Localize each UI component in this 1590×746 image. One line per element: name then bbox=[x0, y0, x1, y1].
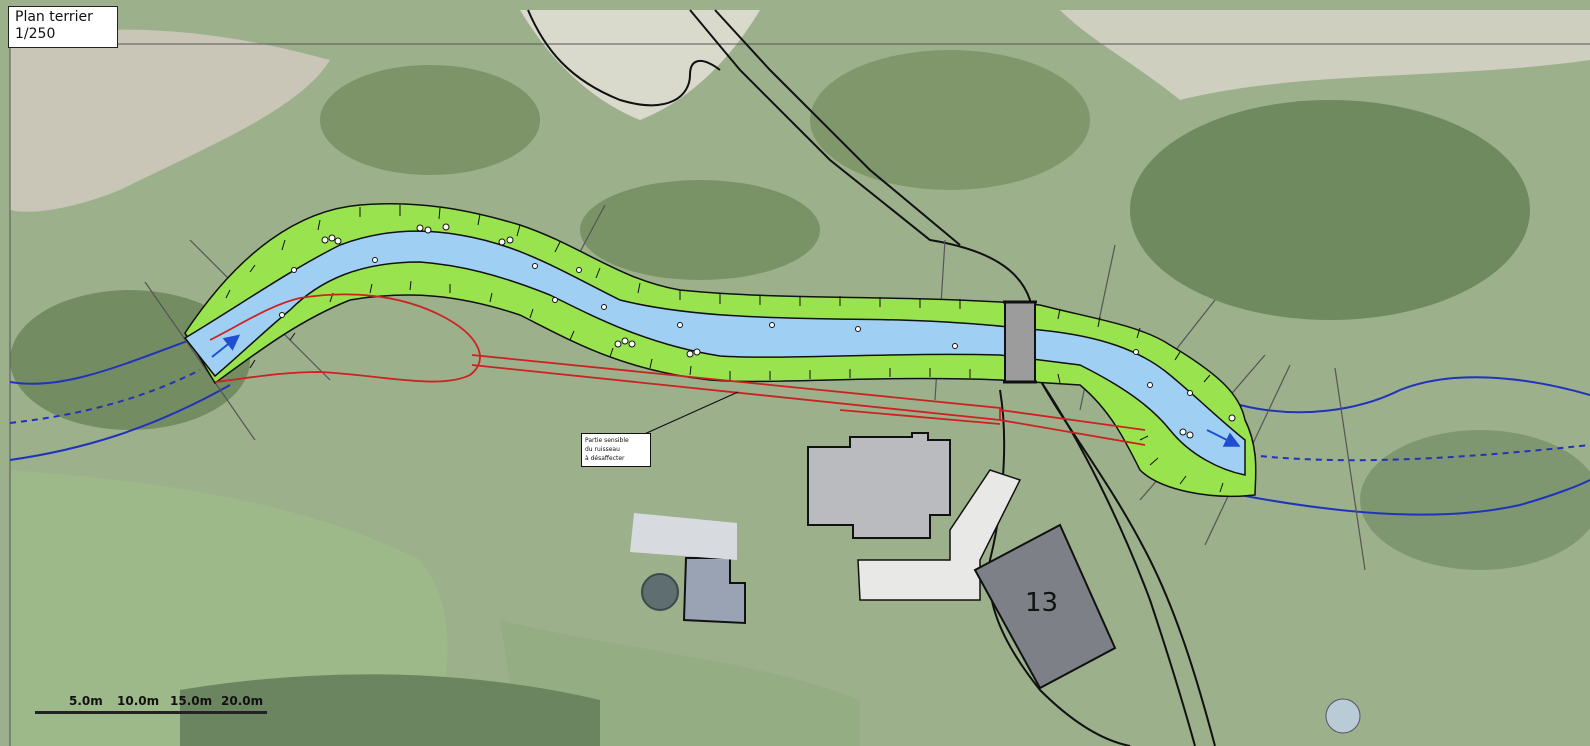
flow-arrow-icon bbox=[211, 334, 241, 358]
map-title-box: Plan terrier 1/250 bbox=[8, 6, 118, 48]
scale-bar: 5.0m 10.0m 15.0m 20.0m bbox=[35, 694, 267, 720]
scale-bar-label: 20.0m bbox=[221, 694, 264, 708]
flow-arrow-icon bbox=[1206, 429, 1241, 447]
scale-bar-label: 5.0m bbox=[69, 694, 103, 708]
building-13 bbox=[973, 523, 1117, 690]
stream-lines bbox=[9, 339, 1590, 516]
annotation-box: Partie sensible du ruisseau à désaffecte… bbox=[581, 433, 651, 467]
pool-2 bbox=[1325, 698, 1361, 734]
annotation-line-2: du ruisseau bbox=[585, 446, 620, 453]
annotation-leader bbox=[639, 391, 739, 437]
building-a bbox=[807, 432, 951, 539]
scale-bar-label: 10.0m bbox=[117, 694, 160, 708]
map-title: Plan terrier bbox=[15, 9, 93, 25]
scale-bar-line bbox=[35, 711, 267, 714]
stream-axis-dashed bbox=[9, 369, 1590, 462]
annotation-line-3: à désaffecter bbox=[585, 455, 625, 462]
rocks bbox=[279, 223, 1236, 439]
building-number-label: 13 bbox=[1025, 588, 1059, 618]
buildings bbox=[630, 432, 1117, 690]
water-channel bbox=[183, 230, 1246, 476]
annotation-line-1: Partie sensible bbox=[585, 437, 629, 444]
pool bbox=[641, 573, 679, 611]
bridge bbox=[1003, 300, 1037, 384]
scale-bar-label: 15.0m bbox=[170, 694, 213, 708]
building-c bbox=[630, 513, 737, 560]
map-scale: 1/250 bbox=[15, 26, 56, 42]
bank-hatches bbox=[225, 205, 1224, 493]
